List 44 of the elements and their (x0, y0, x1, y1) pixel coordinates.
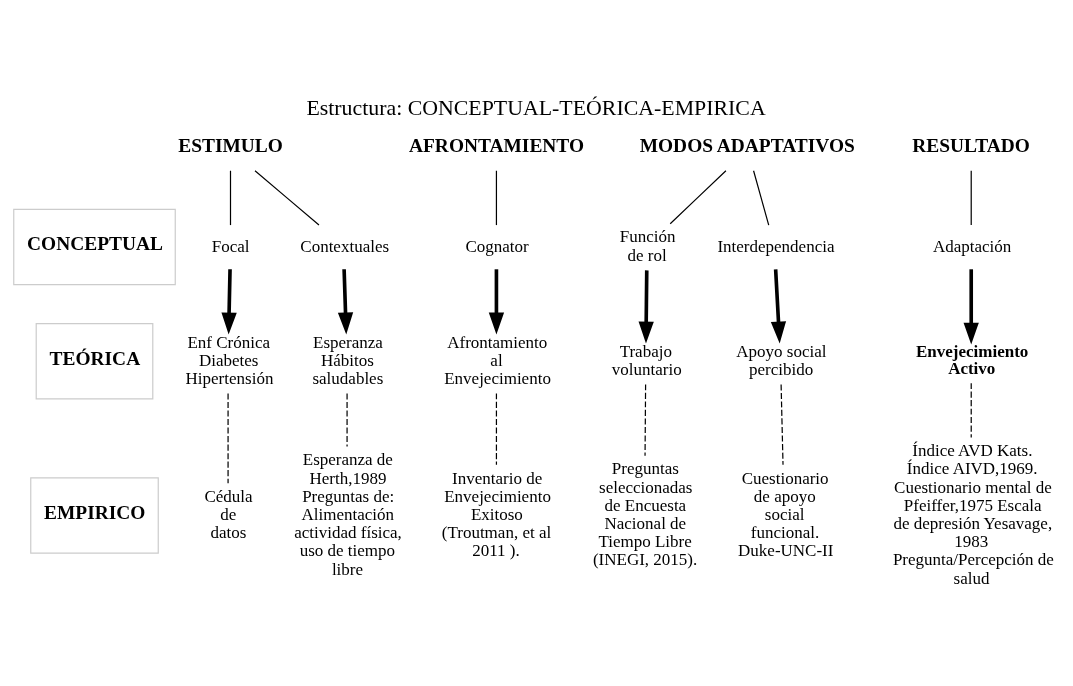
connector (669, 170, 727, 225)
node-text: Trabajo voluntario (611, 341, 682, 379)
node-text: Función de rol (619, 227, 676, 265)
node-text: Interdependencia (717, 236, 835, 256)
connector (227, 392, 229, 484)
node-text: RESULTADO (912, 135, 1030, 157)
connector (644, 383, 647, 457)
arrow (963, 269, 979, 345)
node-text: Esperanza de Herth,1989 Preguntas de: Alimentación actividad física, uso de tiempo libre (294, 450, 402, 579)
node-box: EMPIRICO (30, 477, 159, 554)
node-text: Cuestionario de apoyo social funcional. Duke-UNC-II (738, 468, 834, 561)
node-text: Índice AVD Kats. Índice AIVD,1969. Cuestionario mental de Pfeiffer,1975 Escala de depresión Yesavage, 1983 Pregunta/Percepción de salud (892, 441, 1054, 588)
node-text: Focal (211, 236, 250, 256)
arrow (638, 270, 654, 344)
connector (495, 392, 498, 466)
arrow (337, 269, 354, 335)
connector (752, 170, 770, 226)
arrow (770, 269, 787, 344)
connector (254, 170, 320, 226)
node-text: Inventario de Envejecimiento Exitoso (Troutman, et al 2011 ). (441, 468, 552, 561)
connector (229, 170, 232, 226)
arrow (488, 269, 505, 335)
node-text: Contextuales (300, 236, 390, 256)
node-text: Cognator (465, 236, 529, 256)
connector (346, 392, 348, 448)
node-text: Preguntas seleccionadas de Encuesta Nacional de Tiempo Libre (INEGI, 2015). (592, 459, 698, 570)
node-text: Afrontamiento al Envejecimiento (444, 332, 551, 388)
node-text: MODOS ADAPTATIVOS (639, 135, 855, 157)
arrow (221, 269, 237, 335)
connector (780, 383, 784, 466)
node-text: Cédula de datos (204, 486, 253, 543)
diagram-title: Estructura: CONCEPTUAL-TEÓRICA-EMPIRICA (306, 96, 766, 121)
node-text: Enf Crónica Diabetes Hipertensión (185, 332, 274, 388)
node-text: Adaptación (932, 236, 1012, 256)
node-text: Esperanza Hábitos saludables (312, 332, 384, 388)
node-text: ESTIMULO (178, 135, 283, 157)
node-text: Envejecimiento Activo (915, 341, 1029, 378)
connector (495, 170, 498, 226)
node-text: Apoyo social percibido (736, 341, 827, 379)
connector (970, 382, 972, 439)
node-box: CONCEPTUAL (13, 208, 176, 286)
node-box: TEÓRICA (35, 322, 154, 400)
node-text: AFRONTAMIENTO (409, 135, 585, 157)
connector (970, 170, 972, 226)
